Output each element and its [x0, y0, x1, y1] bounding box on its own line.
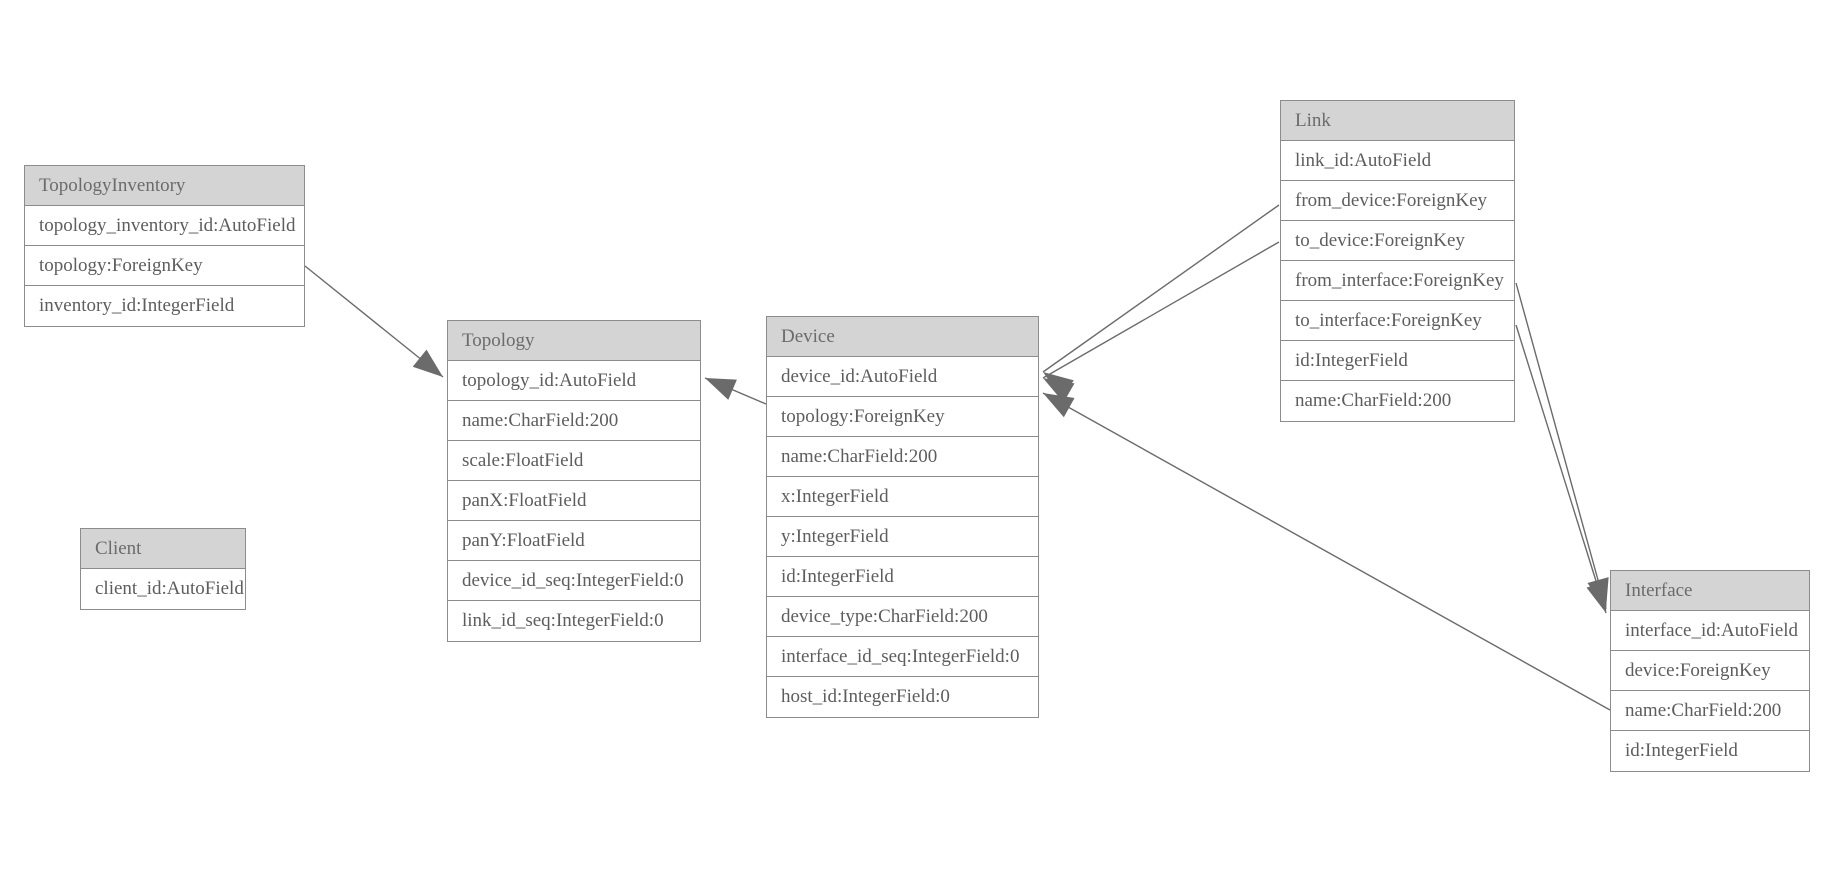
entity-field: client_id:AutoField [81, 569, 245, 609]
relationship-topologyinventory-topology [304, 265, 444, 378]
relationship-link-to_device [1042, 241, 1280, 403]
entity-field: host_id:IntegerField:0 [767, 677, 1038, 717]
relationship-device-topology [704, 377, 767, 405]
entity-field: y:IntegerField [767, 517, 1038, 557]
entity-field: to_device:ForeignKey [1281, 221, 1514, 261]
relationship-interface-device [1042, 392, 1611, 711]
arrowhead-icon [412, 349, 443, 377]
entity-field: topology:ForeignKey [25, 246, 304, 286]
arrowhead-icon [1586, 581, 1608, 613]
entity-title-link: Link [1281, 101, 1514, 141]
entity-field: device_id_seq:IntegerField:0 [448, 561, 700, 601]
relationship-link-from_interface [1515, 282, 1609, 610]
entity-field: link_id:AutoField [1281, 141, 1514, 181]
arrowhead-icon [1043, 372, 1074, 399]
entity-title-device: Device [767, 317, 1038, 357]
entity-field: id:IntegerField [767, 557, 1038, 597]
entity-title-topology_inventory: TopologyInventory [25, 166, 304, 206]
entity-field: from_device:ForeignKey [1281, 181, 1514, 221]
arrowhead-icon [705, 378, 737, 400]
entity-field: id:IntegerField [1611, 731, 1809, 771]
entity-field: name:CharField:200 [1281, 381, 1514, 421]
entity-field: from_interface:ForeignKey [1281, 261, 1514, 301]
entity-field: device:ForeignKey [1611, 651, 1809, 691]
entity-field: x:IntegerField [767, 477, 1038, 517]
entity-field: topology_inventory_id:AutoField [25, 206, 304, 246]
relationship-link-to_interface [1515, 324, 1608, 614]
entity-field: interface_id:AutoField [1611, 611, 1809, 651]
entity-field: panX:FloatField [448, 481, 700, 521]
entity-field: id:IntegerField [1281, 341, 1514, 381]
entity-field: link_id_seq:IntegerField:0 [448, 601, 700, 641]
entity-title-client: Client [81, 529, 245, 569]
entity-field: to_interface:ForeignKey [1281, 301, 1514, 341]
entity-title-interface: Interface [1611, 571, 1809, 611]
entity-field: name:CharField:200 [448, 401, 700, 441]
entity-field: topology_id:AutoField [448, 361, 700, 401]
entity-field: scale:FloatField [448, 441, 700, 481]
entity-field: name:CharField:200 [1611, 691, 1809, 731]
arrowhead-icon [1043, 378, 1075, 403]
entity-field: topology:ForeignKey [767, 397, 1038, 437]
relationship-link-from_device [1042, 204, 1280, 399]
arrowhead-icon [1043, 393, 1075, 418]
arrowhead-icon [1587, 577, 1609, 609]
entity-field: device_type:CharField:200 [767, 597, 1038, 637]
entity-field: name:CharField:200 [767, 437, 1038, 477]
entity-field: inventory_id:IntegerField [25, 286, 304, 326]
entity-field: interface_id_seq:IntegerField:0 [767, 637, 1038, 677]
entity-field: panY:FloatField [448, 521, 700, 561]
entity-title-topology: Topology [448, 321, 700, 361]
entity-field: device_id:AutoField [767, 357, 1038, 397]
